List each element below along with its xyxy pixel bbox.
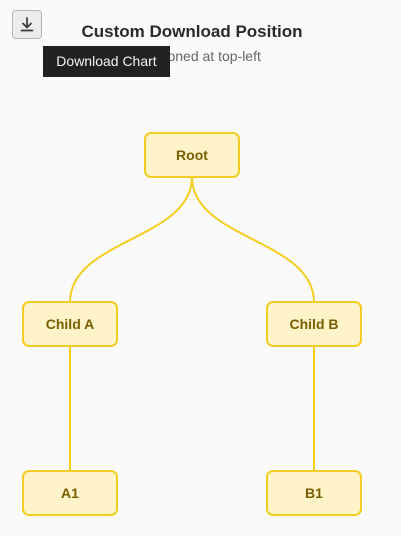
edge-root-child-b — [191, 176, 315, 303]
edges-layer — [69, 176, 315, 471]
node-label: A1 — [61, 485, 79, 501]
node-box — [22, 470, 118, 516]
node-root[interactable]: Root — [144, 132, 240, 178]
node-child-a[interactable]: Child A — [22, 301, 118, 347]
node-box — [266, 301, 362, 347]
node-a1[interactable]: A1 — [22, 470, 118, 516]
node-label: Child B — [290, 316, 339, 332]
node-label: B1 — [305, 485, 323, 501]
download-icon — [20, 17, 34, 32]
node-box — [266, 470, 362, 516]
download-button[interactable] — [12, 10, 42, 39]
node-b1[interactable]: B1 — [266, 470, 362, 516]
node-label: Child A — [46, 316, 94, 332]
node-box — [22, 301, 118, 347]
node-label: Root — [176, 147, 208, 163]
node-child-b[interactable]: Child B — [266, 301, 362, 347]
chart-title: Custom Download Position — [81, 22, 303, 41]
node-box — [144, 132, 240, 178]
edge-root-child-a — [69, 176, 193, 303]
download-tooltip: Download Chart — [43, 46, 170, 77]
